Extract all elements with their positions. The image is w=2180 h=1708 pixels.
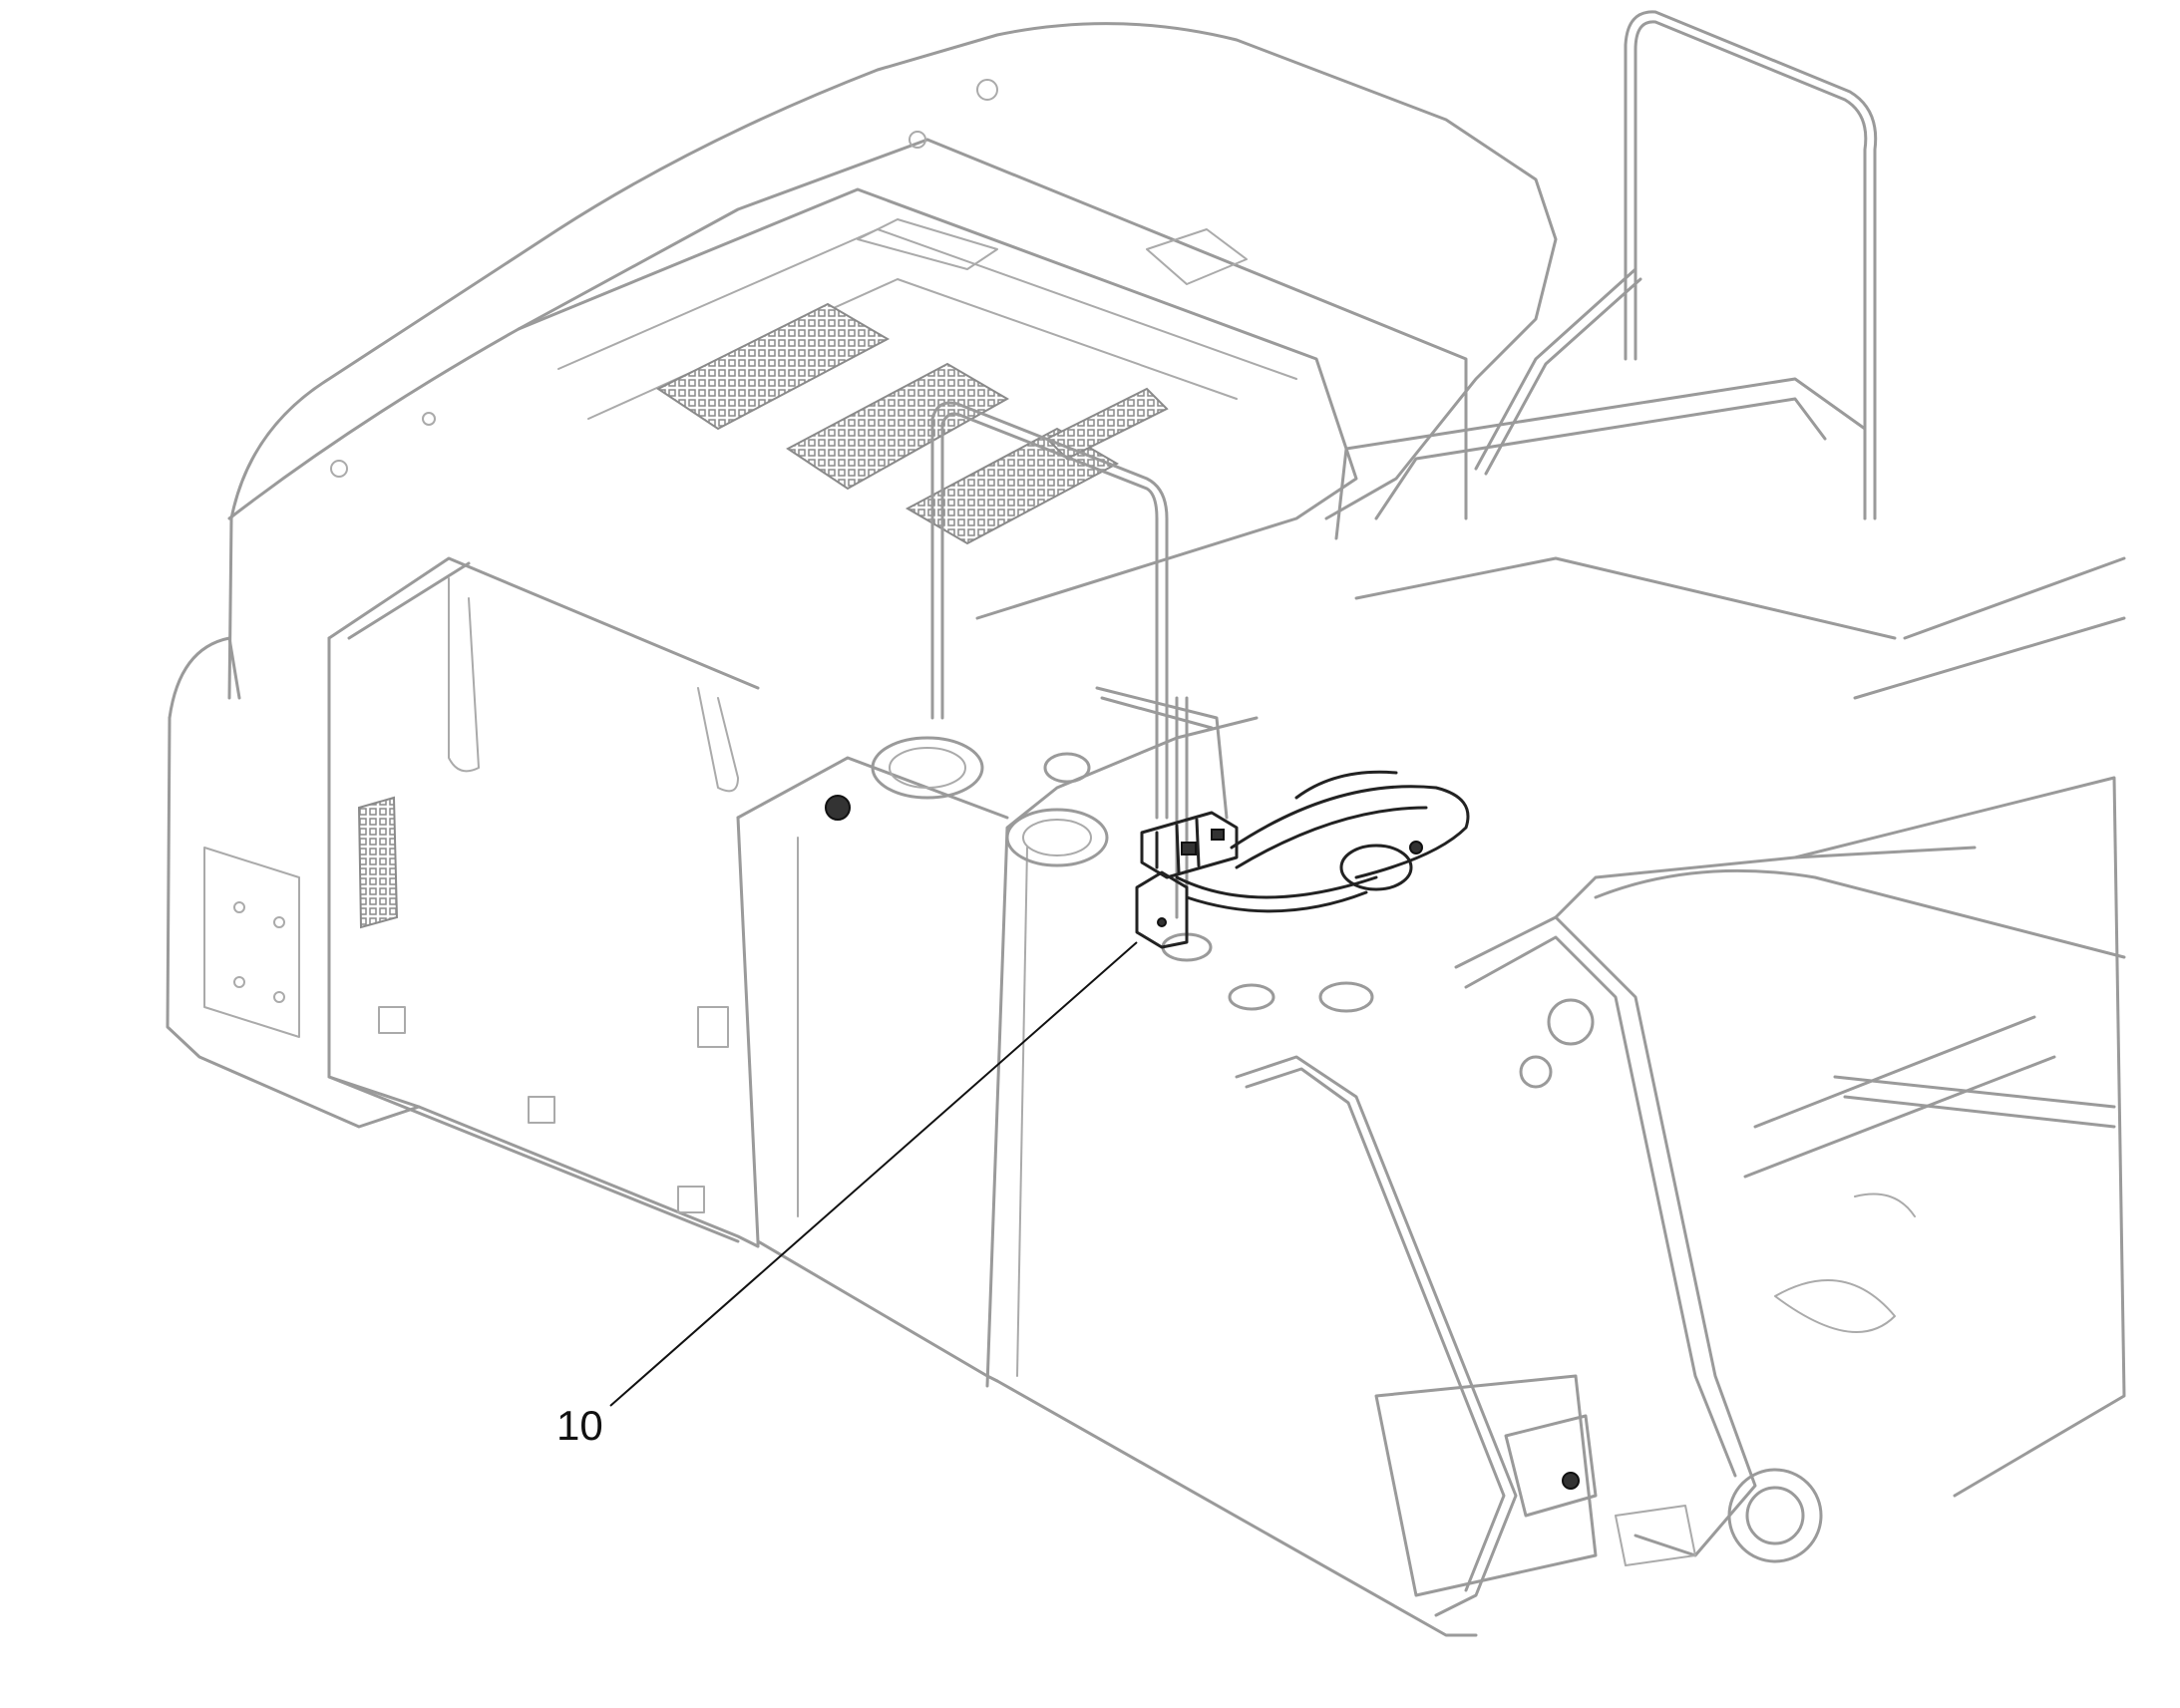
hood-assembly [166, 22, 1867, 1248]
callout-10: 10 [556, 941, 1138, 1449]
callout-leader-line [609, 941, 1138, 1407]
boom-frame [1354, 556, 2126, 1563]
callout-number: 10 [556, 1402, 603, 1449]
handrails [930, 10, 1878, 1617]
rear-step-light [1374, 1374, 1696, 1597]
hood-grilles [357, 302, 1169, 929]
tank-body [203, 577, 1478, 1637]
tank-top-fittings [825, 736, 1374, 1013]
valve-harness-assembly [1135, 770, 1470, 949]
